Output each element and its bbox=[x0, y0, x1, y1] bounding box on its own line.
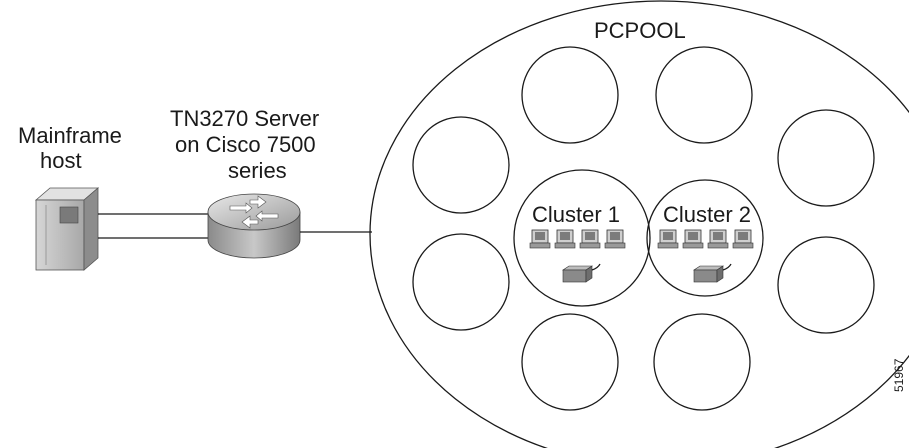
pool-member-circle bbox=[412, 116, 510, 214]
cluster-2: Cluster 2 bbox=[646, 179, 764, 297]
router-label-line1: TN3270 Server bbox=[170, 106, 319, 131]
cluster-1: Cluster 1 bbox=[513, 169, 651, 307]
pc-icon bbox=[732, 229, 754, 249]
cluster-2-label: Cluster 2 bbox=[663, 202, 751, 227]
pool-member-circles bbox=[412, 46, 875, 411]
mainframe-label-line2: host bbox=[40, 148, 82, 173]
pc-icon bbox=[554, 229, 576, 249]
pc-icon bbox=[604, 229, 626, 249]
mainframe-icon bbox=[34, 187, 100, 271]
pool-member-circle bbox=[653, 313, 751, 411]
pc-icon bbox=[682, 229, 704, 249]
pool-member-circle bbox=[655, 46, 753, 144]
pc-icon bbox=[529, 229, 551, 249]
hub-icon bbox=[693, 263, 732, 283]
router-label-line3: series bbox=[228, 158, 287, 183]
pcpool-label: PCPOOL bbox=[594, 18, 686, 43]
pc-icons bbox=[529, 229, 626, 249]
cluster-1-label: Cluster 1 bbox=[532, 202, 620, 227]
figure-id: 51967 bbox=[892, 358, 906, 392]
pc-icon bbox=[579, 229, 601, 249]
mainframe-label-line1: Mainframe bbox=[18, 123, 122, 148]
pool-member-circle bbox=[412, 233, 510, 331]
pool-member-circle bbox=[521, 313, 619, 411]
pc-icon bbox=[707, 229, 729, 249]
router-icon bbox=[207, 193, 301, 259]
pc-icon bbox=[657, 229, 679, 249]
pool-member-circle bbox=[521, 46, 619, 144]
pc-icons bbox=[657, 229, 754, 249]
pool-member-circle bbox=[777, 236, 875, 334]
router-label-line2: on Cisco 7500 bbox=[175, 132, 316, 157]
hub-icon bbox=[562, 263, 601, 283]
pcpool-boundary bbox=[369, 0, 909, 448]
pool-member-circle bbox=[777, 109, 875, 207]
